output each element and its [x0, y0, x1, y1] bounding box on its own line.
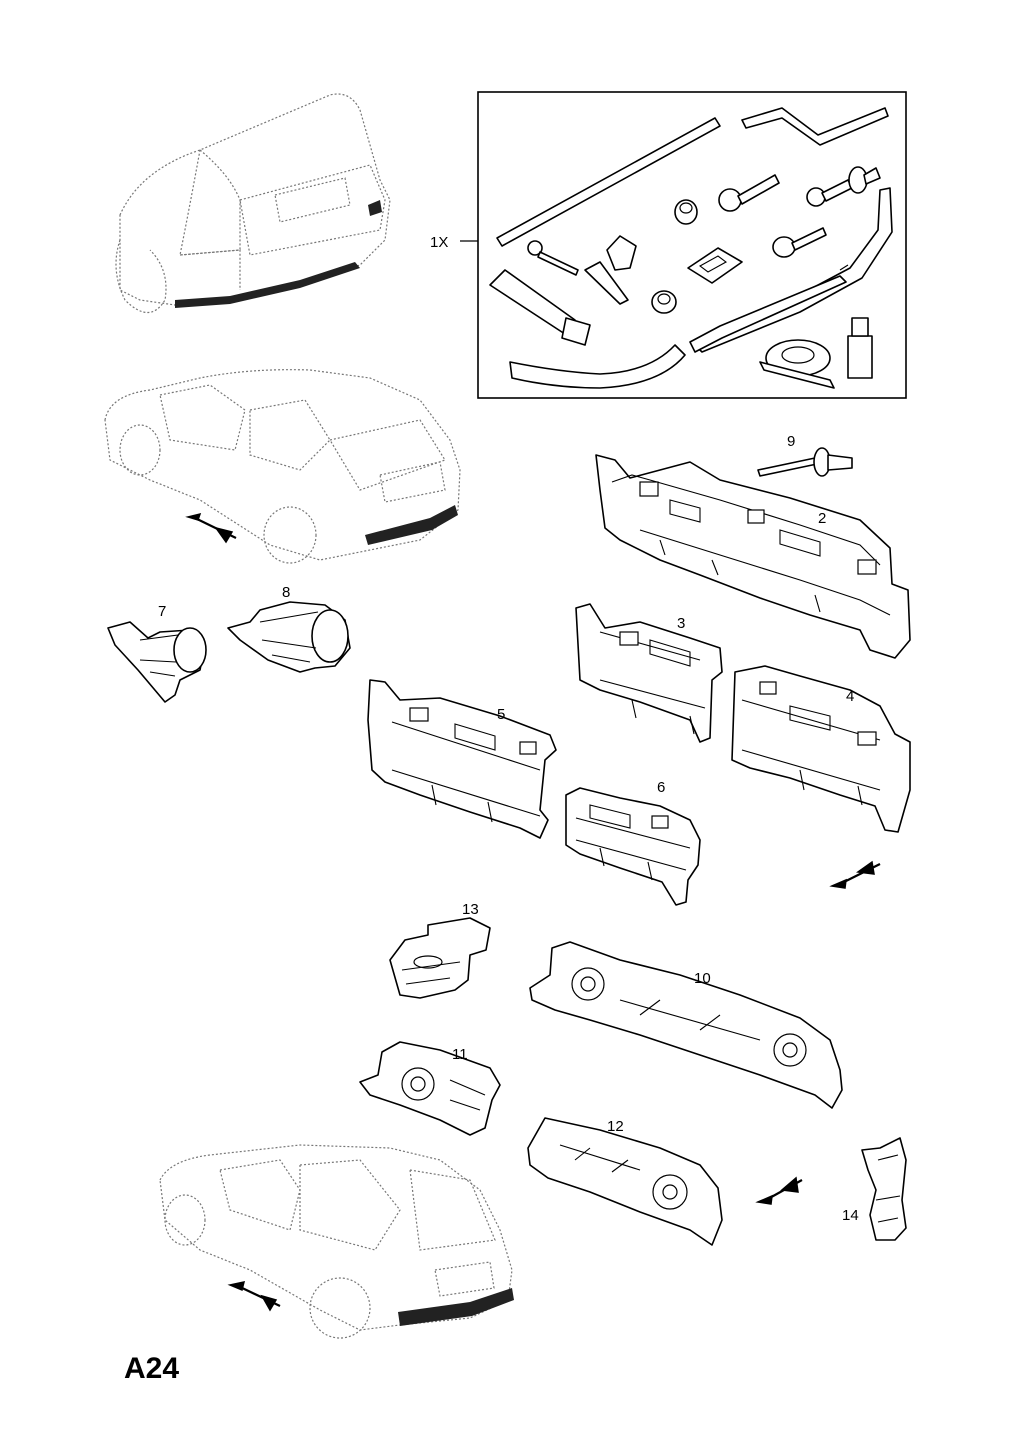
kit-screw-2 [772, 227, 827, 258]
callout-7: 7 [158, 603, 166, 620]
front-direction-arrow [185, 512, 237, 544]
vehicle-estate-illustration [159, 1144, 514, 1339]
direction-arrow-2 [829, 860, 881, 889]
kit-spoiler-lip [694, 187, 893, 353]
part-7-exhaust-trim [107, 621, 207, 703]
part-3-rear-panel-section [575, 603, 723, 743]
kit-key [527, 240, 579, 276]
direction-arrow-3 [755, 1176, 803, 1205]
part-10-reinforcement [529, 941, 843, 1109]
kit-screw [718, 174, 780, 212]
kit-tape-roll [759, 339, 835, 389]
callout-3: 3 [677, 615, 685, 632]
callout-9: 9 [787, 433, 795, 450]
callout-6: 6 [657, 779, 665, 796]
callout-1x: 1X [430, 234, 448, 251]
callout-4: 4 [846, 688, 854, 705]
callout-5: 5 [497, 706, 505, 723]
part-14-bracket [861, 1137, 907, 1241]
kit-box-frame [477, 91, 907, 399]
callout-13: 13 [462, 901, 479, 918]
vehicle-rear-view-illustration [115, 93, 391, 314]
part-11-reinforcement [359, 1041, 501, 1136]
page-code: A24 [124, 1352, 179, 1385]
part-9-rivet [757, 447, 853, 477]
part-4-rear-panel-section [731, 665, 911, 833]
callout-14: 14 [842, 1207, 859, 1224]
kit-bracket-strip [741, 107, 889, 146]
kit-trim-strip [496, 117, 721, 247]
callout-11: 11 [452, 1046, 468, 1063]
kit-curved-trim [509, 344, 686, 389]
kit-nozzle [584, 261, 629, 305]
vehicle-hatchback-illustration [104, 369, 461, 564]
kit-clip-nut [606, 235, 637, 271]
part-2-rear-panel [595, 454, 911, 659]
kit-adhesive-tube [489, 269, 591, 346]
callout-2: 2 [818, 510, 826, 527]
callout-12: 12 [607, 1118, 624, 1135]
kit-adhesive-pad [687, 247, 743, 284]
kit-box [460, 91, 907, 399]
part-5-rear-panel-section [367, 679, 557, 839]
part-12-reinforcement [527, 1117, 723, 1246]
kit-push-clip [806, 166, 881, 207]
part-8-exhaust-trim [227, 601, 351, 673]
front-direction-arrow-estate [227, 1281, 281, 1312]
callout-10: 10 [694, 970, 711, 987]
kit-lower-strip [689, 275, 847, 353]
kit-primer-bottle [847, 317, 873, 379]
part-13-bracket [389, 917, 491, 999]
callout-8: 8 [282, 584, 290, 601]
part-6-rear-panel-section [565, 787, 701, 906]
